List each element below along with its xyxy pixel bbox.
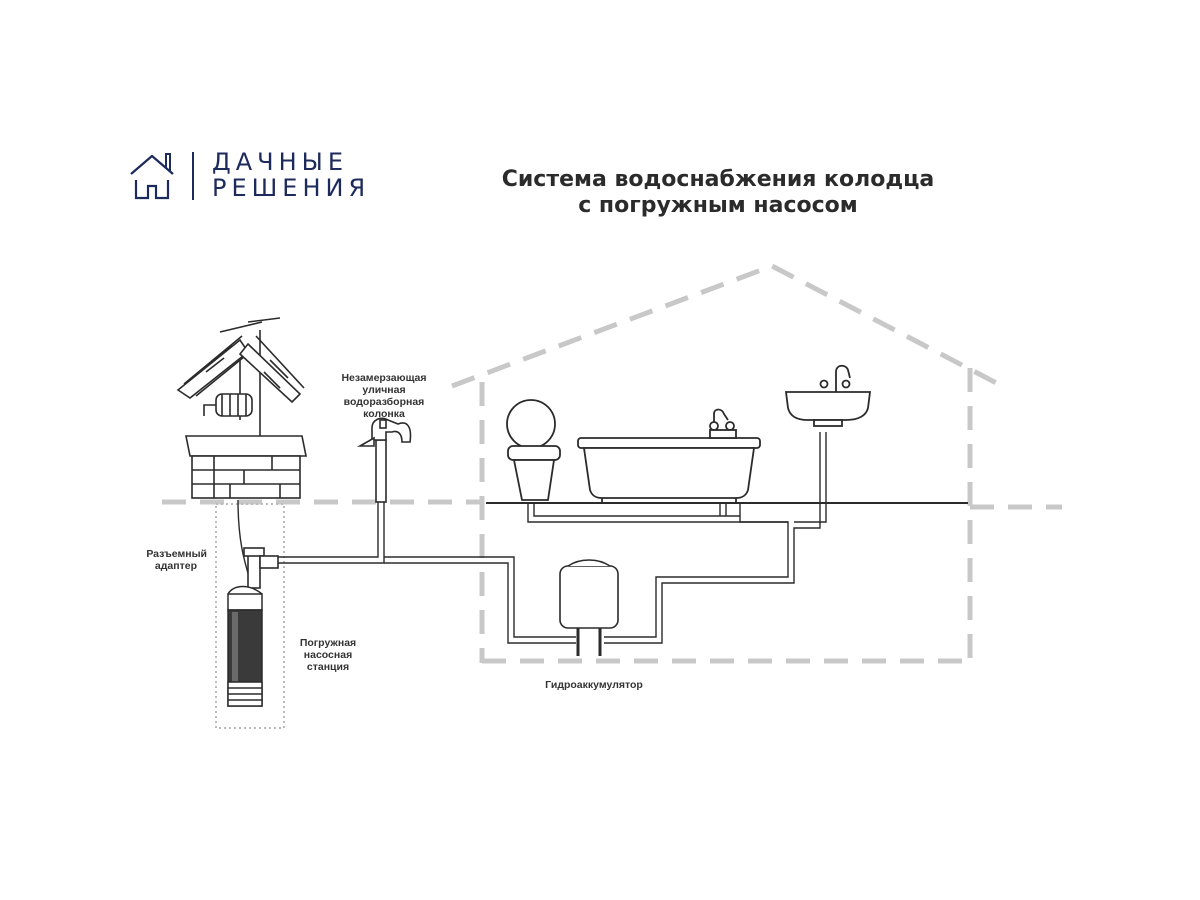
pump-label: Погружная насосная станция: [300, 637, 356, 673]
toilet: [506, 399, 561, 501]
street-water-column: [356, 417, 412, 503]
pump-label-line2: насосная: [304, 649, 352, 661]
pump-label-line3: станция: [307, 661, 349, 673]
well-house: [176, 317, 307, 499]
accumulator-tank: [559, 559, 619, 656]
accumulator-label: Гидроаккумулятор: [545, 679, 643, 691]
brand-divider: [192, 152, 194, 200]
column-label-line3: водоразборная: [344, 396, 425, 408]
column-label-line1: Незамерзающая: [341, 372, 426, 384]
well-roof: [176, 338, 250, 399]
sink: [784, 364, 872, 427]
well-shaft: [215, 503, 285, 729]
disconnect-adapter: [243, 547, 279, 589]
column-label: Незамерзающая уличная водоразборная коло…: [341, 372, 426, 420]
submersible-pump: [227, 585, 263, 707]
roof-outline: [451, 263, 1008, 391]
brand-logo: ДАЧНЫЕ РЕШЕНИЯ: [128, 148, 388, 204]
house-outline: [162, 263, 1062, 664]
well-box: [191, 455, 301, 499]
brand-name-line1: ДАЧНЫЕ: [212, 148, 349, 176]
title-line1: Система водоснабжения колодца: [501, 167, 935, 192]
adapter-label-line2: адаптер: [155, 560, 197, 572]
adapter-label-line1: Разъемный: [146, 548, 207, 560]
column-label-line4: колонка: [363, 408, 405, 420]
house-icon: [130, 153, 174, 200]
pump-label-line1: Погружная: [300, 637, 356, 649]
column-label-line2: уличная: [362, 384, 405, 396]
diagram-title: Система водоснабжения колодца с погружны…: [460, 167, 976, 219]
title-line2: с погружным насосом: [578, 193, 858, 218]
brand-name-line2: РЕШЕНИЯ: [212, 174, 371, 202]
bathtub: [577, 408, 761, 503]
adapter-label: Разъемный адаптер: [146, 548, 207, 572]
